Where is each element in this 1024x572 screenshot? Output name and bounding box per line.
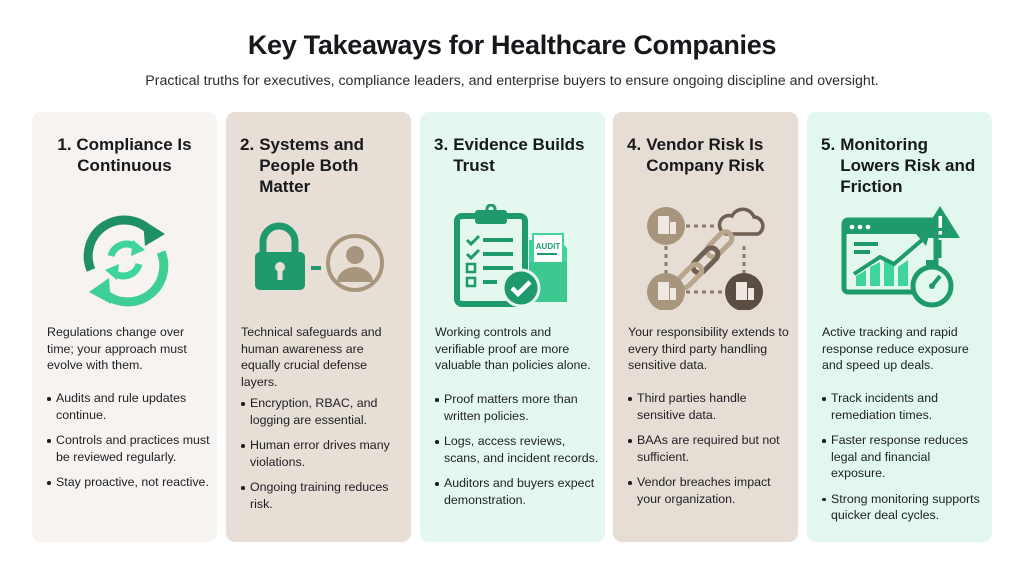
card-number: 3. [434, 135, 449, 154]
card-bullets: Proof matters more than written policies… [435, 391, 599, 517]
card-bullets: Track incidents and remediation times. F… [822, 390, 986, 533]
card-description: Active tracking and rapid response reduc… [822, 325, 969, 372]
bullet-item: Logs, access reviews, scans, and inciden… [435, 433, 599, 466]
card-title: 3. Evidence Builds Trust [434, 134, 595, 176]
card-description: Regulations change over time; your appro… [47, 325, 187, 372]
bullet-item: BAAs are required but not sufficient. [628, 432, 792, 465]
bullet-item: Vendor breaches impact your organization… [628, 474, 792, 507]
bullet-item: Encryption, RBAC, and logging are essent… [241, 395, 405, 428]
card-bullets: Third parties handle sensitive data. BAA… [628, 390, 792, 516]
takeaway-card-systems-people: 2. Systems and People Both Matter Techni… [226, 112, 411, 542]
card-bullets: Audits and rule updates continue. Contro… [47, 390, 211, 500]
page-subtitle: Practical truths for executives, complia… [145, 73, 879, 89]
card-title-text: Compliance Is Continuous [76, 135, 192, 175]
bullet-item: Audits and rule updates continue. [47, 390, 211, 423]
monitoring-dashboard-icon [807, 204, 992, 310]
card-title-text: Evidence Builds Trust [453, 135, 585, 175]
takeaway-card-monitoring: 5. Monitoring Lowers Risk and Friction [807, 112, 992, 542]
bullet-item: Ongoing training reduces risk. [241, 479, 405, 512]
bullet-item: Stay proactive, not reactive. [47, 474, 211, 491]
bullet-item: Strong monitoring supports quicker deal … [822, 491, 986, 524]
card-number: 4. [627, 135, 642, 154]
takeaway-card-vendor-risk: 4. Vendor Risk Is Company Risk [613, 112, 798, 542]
bullet-item: Auditors and buyers expect demonstration… [435, 475, 599, 508]
card-title: 1. Compliance Is Continuous [42, 134, 207, 176]
card-description: Working controls and verifiable proof ar… [435, 325, 591, 372]
card-title: 5. Monitoring Lowers Risk and Friction [821, 134, 982, 197]
card-description: Your responsibility extends to every thi… [628, 325, 789, 372]
takeaway-card-compliance-continuous: 1. Compliance Is Continuous Regulations … [32, 112, 217, 542]
bullet-item: Controls and practices must be reviewed … [47, 432, 211, 465]
card-description: Technical safeguards and human awareness… [241, 325, 382, 389]
bullet-item: Proof matters more than written policies… [435, 391, 599, 424]
audit-label: AUDIT [535, 242, 560, 251]
takeaway-card-evidence-trust: 3. Evidence Builds Trust AUDIT [420, 112, 605, 542]
clipboard-audit-icon: AUDIT [420, 204, 605, 310]
card-title-text: Vendor Risk Is Company Risk [646, 135, 765, 175]
bullet-item: Third parties handle sensitive data. [628, 390, 792, 423]
bullet-item: Track incidents and remediation times. [822, 390, 986, 423]
card-number: 1. [57, 135, 72, 154]
card-number: 5. [821, 135, 836, 154]
bullet-item: Human error drives many violations. [241, 437, 405, 470]
card-title-text: Monitoring Lowers Risk and Friction [840, 135, 976, 196]
card-title: 4. Vendor Risk Is Company Risk [627, 134, 788, 176]
vendor-network-chain-icon [613, 204, 798, 310]
card-number: 2. [240, 135, 255, 154]
card-bullets: Encryption, RBAC, and logging are essent… [241, 395, 405, 521]
page-title: Key Takeaways for Healthcare Companies [247, 30, 777, 60]
refresh-cycle-icon [32, 212, 217, 308]
bullet-item: Faster response reduces legal and financ… [822, 432, 986, 482]
card-title: 2. Systems and People Both Matter [240, 134, 401, 197]
card-title-text: Systems and People Both Matter [259, 135, 365, 196]
lock-and-person-icon [226, 220, 411, 292]
